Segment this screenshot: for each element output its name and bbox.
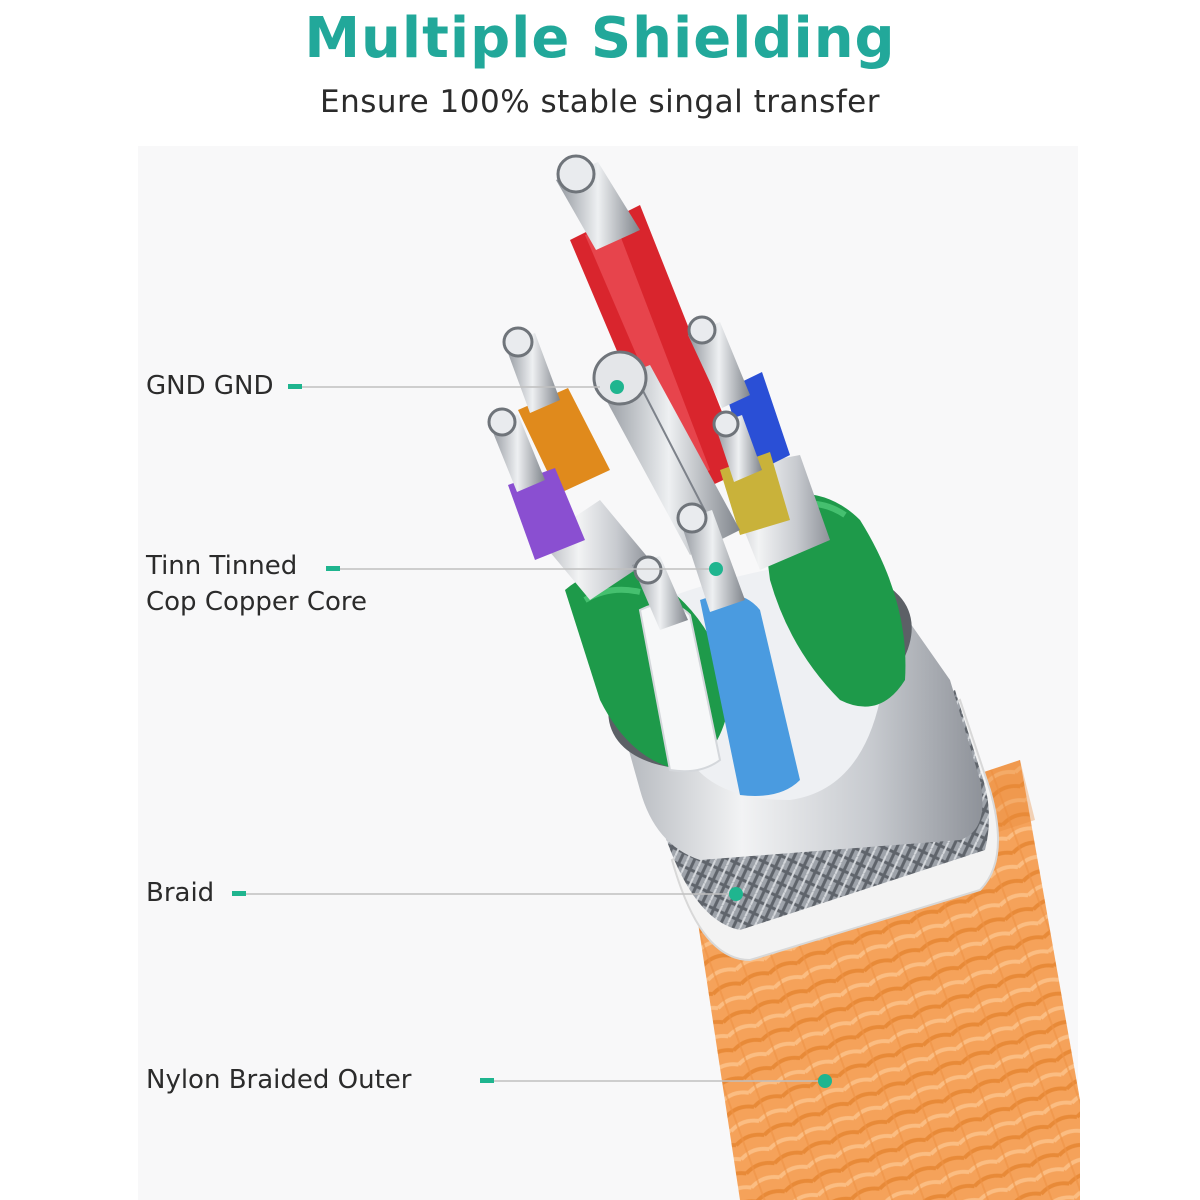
yellow-wire <box>712 410 790 535</box>
page-title: Multiple Shielding <box>304 6 896 71</box>
label-nylon-text: Nylon Braided Outer <box>146 1065 412 1095</box>
label-tinned-line-2: Cop Copper Core <box>146 587 368 617</box>
label-nylon-braided-outer: Nylon Braided Outer <box>146 1062 411 1098</box>
label-gnd: GND GND <box>146 368 274 404</box>
light-blue-wire <box>676 502 800 796</box>
label-dashes <box>232 384 494 1083</box>
leader-lines <box>246 386 825 1082</box>
label-braid: Braid <box>146 875 214 911</box>
white-wire <box>632 555 722 773</box>
red-wire <box>556 154 745 500</box>
drain-wire <box>592 350 740 555</box>
orange-wire <box>502 326 610 494</box>
label-braid-text: Braid <box>146 878 215 908</box>
label-gnd-text: GND GND <box>146 371 274 401</box>
page-subtitle: Ensure 100% stable singal transfer <box>320 84 880 120</box>
purple-wire <box>487 407 585 560</box>
target-dots <box>610 380 832 1088</box>
label-tinned-copper-core: Tinn Tinned Cop Copper Core <box>146 548 367 620</box>
label-tinned-line-1: Tinn Tinned <box>146 551 298 581</box>
blue-wire <box>687 315 790 475</box>
